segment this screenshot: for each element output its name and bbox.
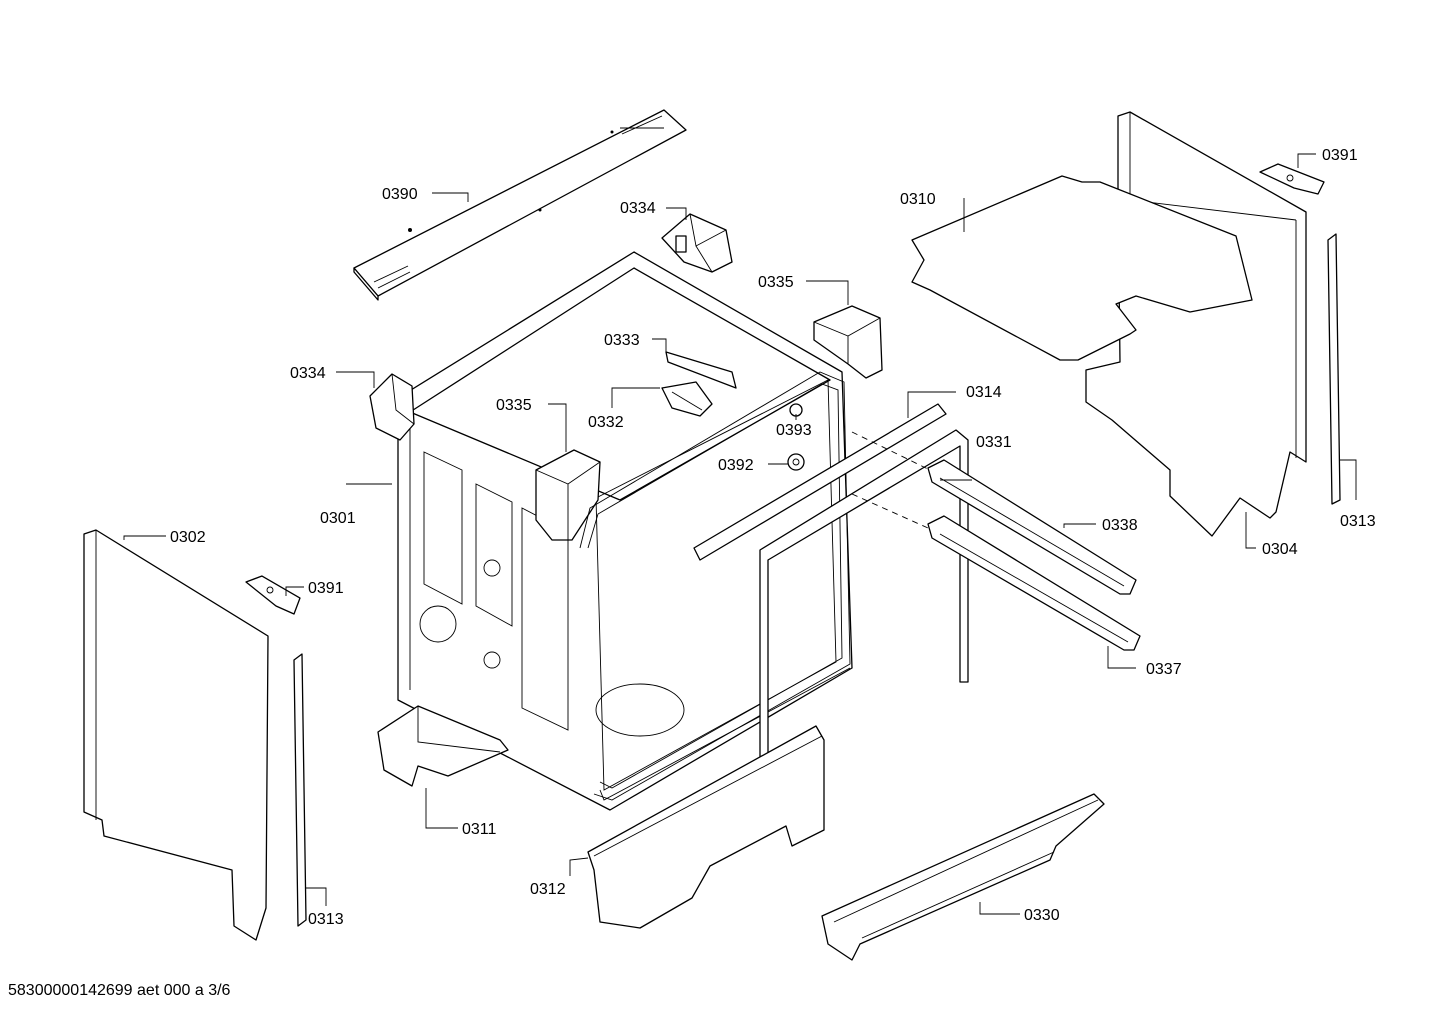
- drawing-code: 58300000142699 aet 000 a 3/6: [8, 982, 231, 999]
- part-0314-rail: [693, 403, 947, 561]
- assembly-dash-line: [851, 493, 929, 529]
- label-0390: 0390: [382, 186, 418, 203]
- label-0337: 0337: [1146, 661, 1182, 678]
- label-0330: 0330: [1024, 907, 1060, 924]
- label-0338: 0338: [1102, 517, 1138, 534]
- part-0335-left-block: [535, 449, 601, 541]
- part-0392: [787, 453, 805, 471]
- part-0330-bottom-rail: [821, 793, 1105, 961]
- label-0391-left: 0391: [308, 580, 344, 597]
- label-0301: 0301: [320, 510, 356, 527]
- label-0302: 0302: [170, 529, 206, 546]
- label-0311: 0311: [462, 821, 497, 838]
- label-0332: 0332: [588, 414, 624, 431]
- label-0334-top: 0334: [620, 200, 656, 217]
- part-0312-front-block: [587, 725, 825, 929]
- part-door-seal-frame: [579, 371, 851, 801]
- label-0331: 0331: [976, 434, 1012, 451]
- label-0391-right: 0391: [1322, 147, 1358, 164]
- label-0333: 0333: [604, 332, 640, 349]
- label-0335-left: 0335: [496, 397, 532, 414]
- part-0391-right-clip: [1259, 163, 1325, 195]
- part-0302-side-panel: [83, 529, 269, 941]
- part-0334-left-bracket: [369, 373, 415, 441]
- label-0313-right: 0313: [1340, 513, 1376, 530]
- label-0334-left: 0334: [290, 365, 326, 382]
- label-0393: 0393: [776, 422, 812, 439]
- part-0310-insulation: [911, 175, 1253, 361]
- label-0392: 0392: [718, 457, 754, 474]
- part-0333: [665, 351, 737, 389]
- part-0391-left-clip: [245, 575, 301, 615]
- part-0331-seal: [759, 429, 969, 797]
- assembly-dash-line-2: [851, 431, 931, 471]
- label-0304: 0304: [1262, 541, 1298, 558]
- part-0313-left-strip: [293, 653, 307, 927]
- part-0311-base-block: [377, 705, 509, 787]
- part-0332: [661, 381, 713, 417]
- label-0314: 0314: [966, 384, 1002, 401]
- leader-lines: [123, 153, 1357, 915]
- label-0313-left: 0313: [308, 911, 344, 928]
- label-0335-right: 0335: [758, 274, 794, 291]
- part-0337-rail: [927, 515, 1141, 651]
- label-0310: 0310: [900, 191, 936, 208]
- part-0335-right-block: [813, 305, 883, 379]
- part-0390-top-plate: [353, 109, 687, 301]
- part-0338-rail: [927, 459, 1137, 595]
- part-0313-right-strip: [1327, 233, 1341, 505]
- label-0312: 0312: [530, 881, 566, 898]
- part-0334-top-bracket: [661, 213, 733, 273]
